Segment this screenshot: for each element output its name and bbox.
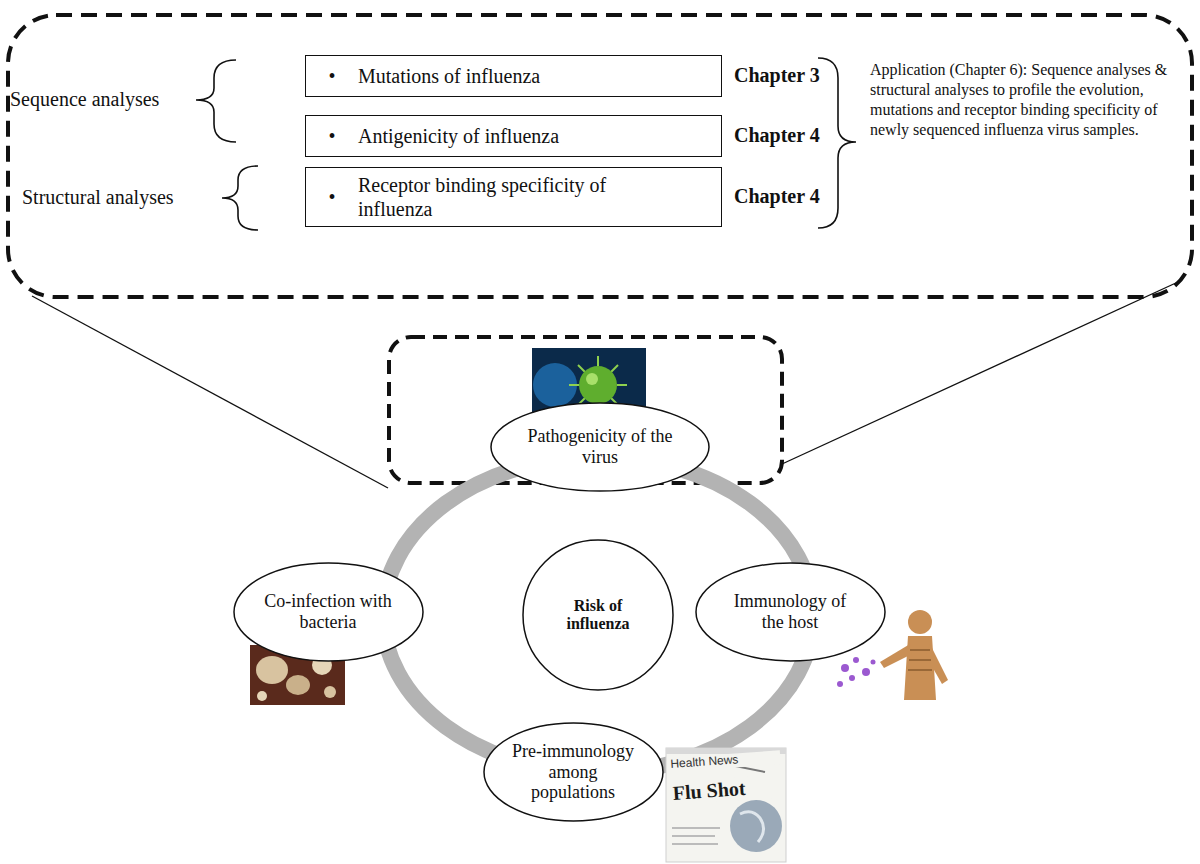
chapter-label: Chapter 4 [734,185,834,208]
oval-text: Co-infection with bacteria [259,591,397,632]
note-text: Sequence analyses [10,88,200,111]
oval-text: Pre-immunology among populations [508,741,638,803]
chapter-label: Chapter 3 [734,64,834,87]
oval-text: Risk of influenza [544,597,653,634]
oval-text-wrap: Immunology of the host [721,591,859,632]
newspaper-line [672,843,718,845]
person-arm [880,644,912,668]
virus-particle [579,366,617,404]
oval-text-wrap: Risk of influenza [544,597,653,634]
factor-oval: Pre-immunology among populations [483,722,664,822]
globe-land [740,812,764,842]
leader-line [782,282,1178,464]
note-text: Structural analyses [22,186,222,209]
leader-line [32,296,388,488]
newspaper-line [672,827,720,829]
person-ribs [908,650,932,670]
pathogen-dots [837,657,876,687]
news-image [666,748,786,862]
box-text: Mutations of influenza [358,64,668,88]
left-brace [222,166,258,230]
callout-frame [8,15,1192,297]
factor-oval: Pathogenicity of the virus [490,402,710,492]
oval-text: Pathogenicity of the virus [521,426,679,467]
risk-circle: Risk of influenza [522,539,674,691]
oval-text-wrap: Co-infection with bacteria [259,591,397,632]
note-text: Application (Chapter 6): Sequence analys… [870,60,1170,140]
factor-oval: Co-infection with bacteria [233,562,424,662]
process-box: •Receptor binding specificity of influen… [305,167,722,227]
bullet-mark: • [306,65,358,88]
oval-text-wrap: Pre-immunology among populations [508,741,638,803]
bacteria-cell [257,691,267,701]
right-brace [818,58,856,228]
oval-shape [523,540,673,690]
process-box: •Antigenicity of influenza [305,115,722,157]
box-text: Receptor binding specificity of influenz… [358,173,668,221]
process-box: •Mutations of influenza [305,55,722,97]
bacteria-cell [324,686,336,698]
newspaper-page [666,748,786,862]
oval-shape [484,723,663,821]
oval-text-wrap: Pathogenicity of the virus [521,426,679,467]
bacteria-cell [256,656,288,684]
chapter-label: Chapter 4 [734,124,834,147]
oval-shape [491,403,709,491]
box-text: Antigenicity of influenza [358,124,668,148]
left-brace [196,60,236,142]
oval-shape [234,563,423,661]
bullet-mark: • [306,186,358,209]
newspaper-line [672,835,715,837]
bacteria-cell [286,675,310,695]
oval-text: Immunology of the host [721,591,859,632]
factor-oval: Immunology of the host [695,562,886,662]
bullet-mark: • [306,125,358,148]
virus-highlight [586,373,598,385]
globe [730,800,782,852]
oval-shape [696,563,885,661]
person-head [908,610,932,634]
